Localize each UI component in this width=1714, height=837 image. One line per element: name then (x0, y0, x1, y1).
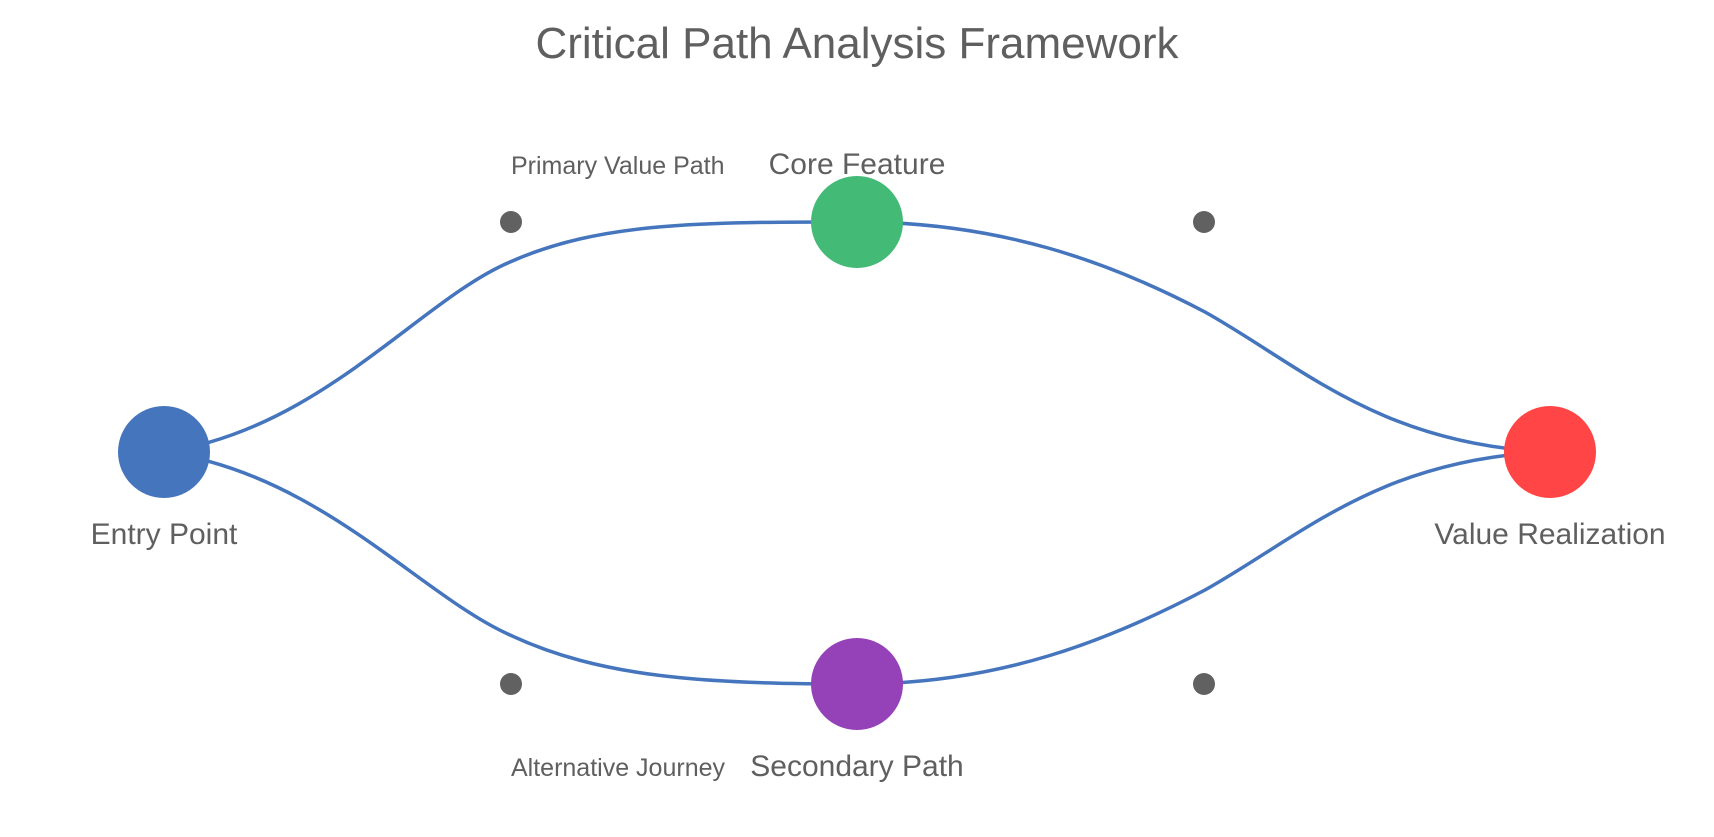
path-label-alternative: Alternative Journey (511, 754, 726, 782)
control-point-top-right (1193, 211, 1215, 233)
control-point-top-left (500, 211, 522, 233)
node-label-core-feature: Core Feature (769, 148, 946, 181)
edge-core-to-value (856, 220, 1551, 454)
node-label-secondary-path: Secondary Path (750, 750, 963, 783)
node-entry-point[interactable] (118, 406, 210, 498)
path-label-primary: Primary Value Path (511, 152, 725, 180)
node-label-value-realization: Value Realization (1434, 518, 1665, 551)
edge-entry-to-core (163, 220, 858, 454)
node-core-feature[interactable] (811, 176, 903, 268)
edge-entry-to-secondary (163, 450, 858, 686)
node-value-realization[interactable] (1504, 406, 1596, 498)
node-secondary-path[interactable] (811, 638, 903, 730)
control-point-bottom-left (500, 673, 522, 695)
edge-secondary-to-value (856, 450, 1551, 686)
diagram-title: Critical Path Analysis Framework (535, 19, 1179, 68)
control-point-bottom-right (1193, 673, 1215, 695)
node-label-entry-point: Entry Point (91, 518, 238, 551)
